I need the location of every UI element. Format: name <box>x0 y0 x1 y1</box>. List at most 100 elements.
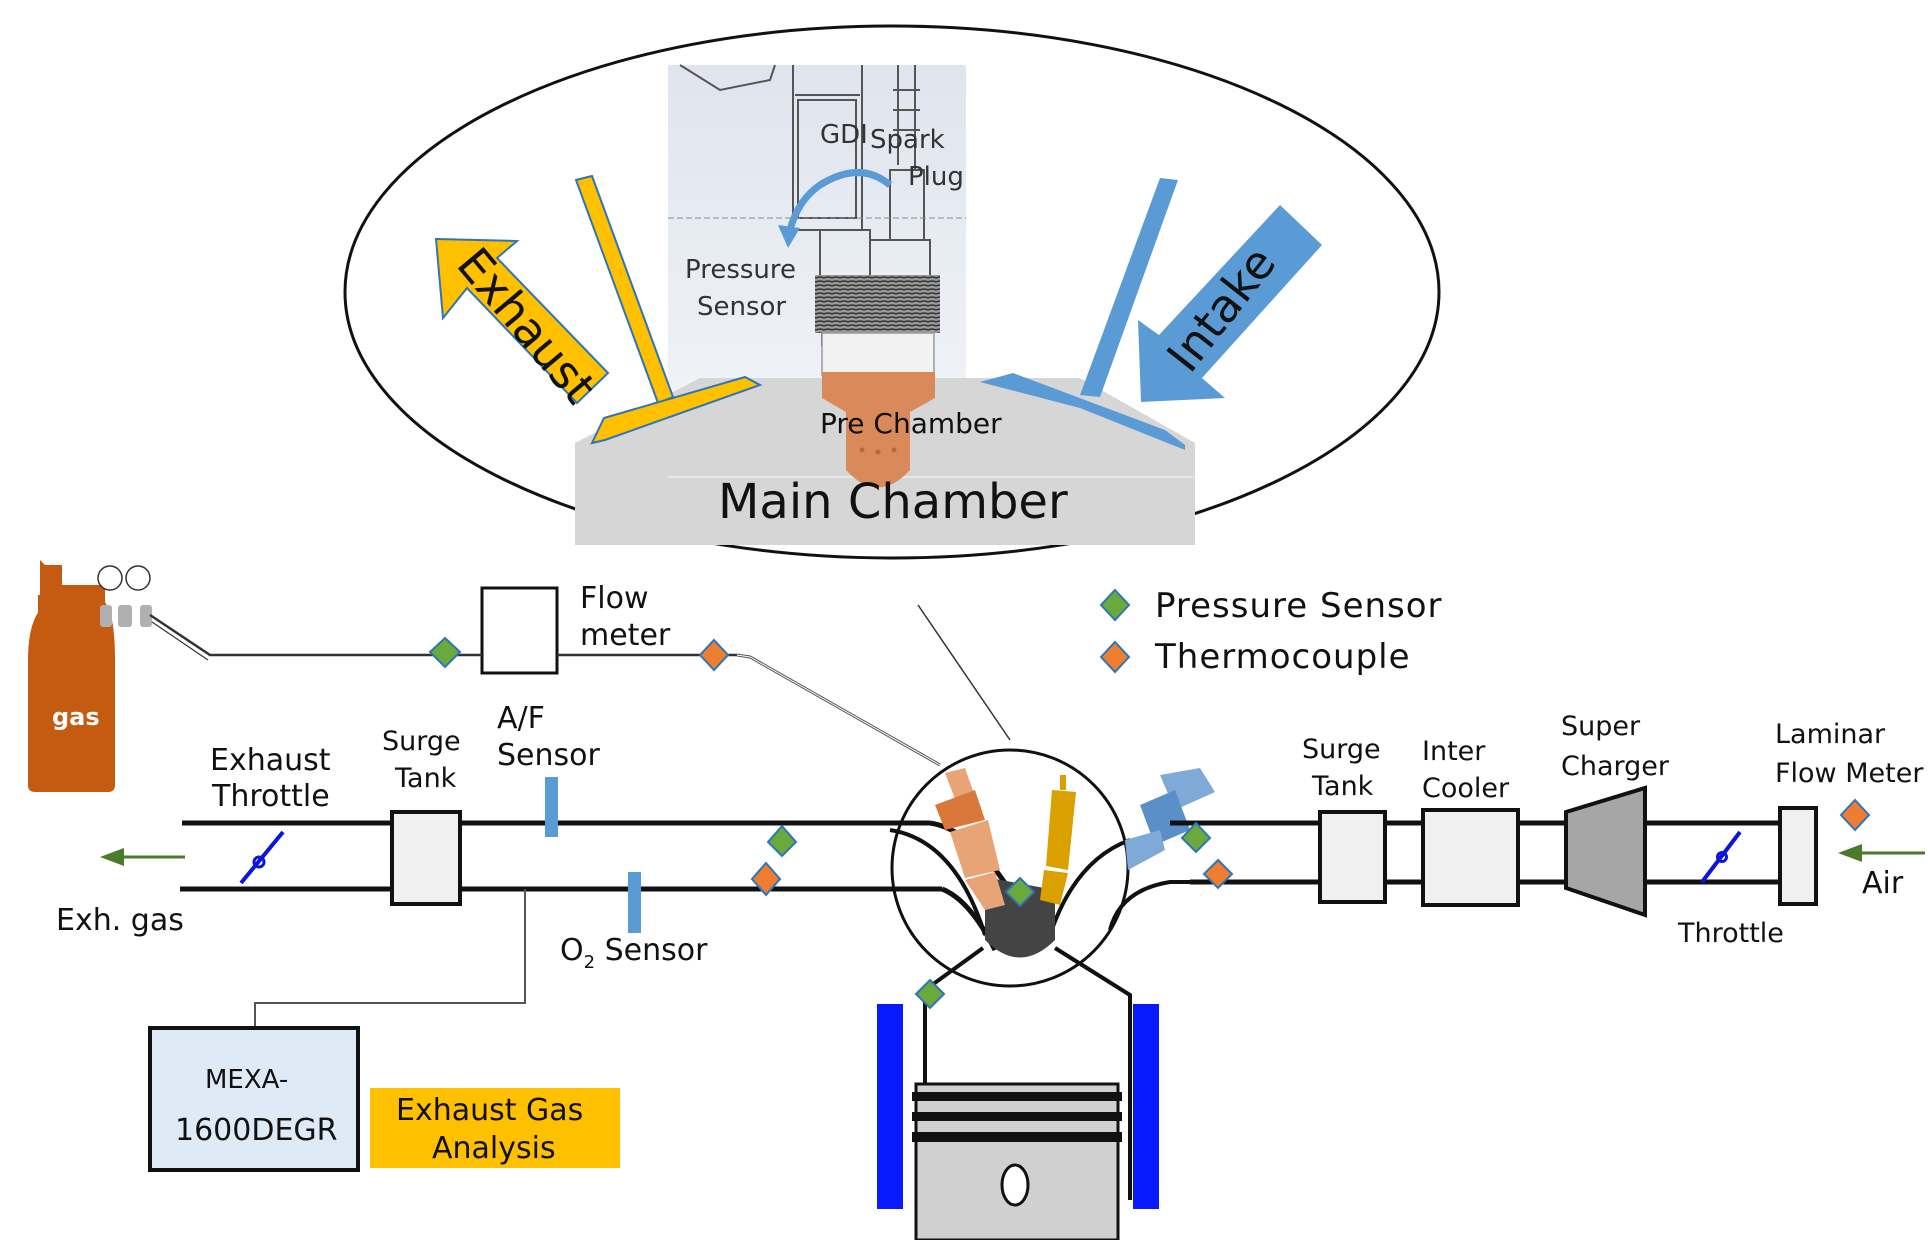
exhaust-arrow-shape <box>434 237 610 405</box>
o2-label-main: O <box>560 933 584 968</box>
mexa-model-line2: 1600DEGR <box>175 1113 338 1148</box>
inter-cooler-label-line2: Cooler <box>1422 773 1510 804</box>
pre-chamber-label: Pre Chamber <box>820 407 1002 440</box>
mexa-model-line1: MEXA- <box>205 1065 288 1095</box>
sample-line <box>254 889 526 1027</box>
exhaust-surge-tank-label-line1: Surge <box>382 726 461 757</box>
intake-surge-tank-label-line2: Tank <box>1311 771 1374 802</box>
laminar-flow-meter-label-line2: Flow Meter <box>1775 758 1924 789</box>
exhaust-surge-tank <box>390 810 462 906</box>
laminar-flow-meter-label-line1: Laminar <box>1775 719 1886 750</box>
gas-injection-line <box>736 653 941 767</box>
flow-meter-label-line1: Flow <box>580 581 648 616</box>
exhaust-valve-icon <box>574 174 763 445</box>
air-inlet-label: Air <box>1862 866 1904 901</box>
inter-cooler-label-line1: Inter <box>1422 736 1486 767</box>
legend: Pressure Sensor Thermocouple <box>1099 586 1443 677</box>
o2-sensor-label: O2 Sensor <box>560 933 708 973</box>
pressure-sensor-label-line2: Sensor <box>697 292 786 322</box>
piston-pin <box>1000 1163 1030 1207</box>
exhaust-gas-analysis-line1: Exhaust Gas <box>396 1093 583 1128</box>
intake-throttle-valve-icon <box>1700 830 1742 884</box>
zoom-leader-line <box>917 604 1011 741</box>
spark-plug-label-line2: Plug <box>908 162 964 192</box>
exhaust-throttle-label-line1: Exhaust <box>210 743 331 778</box>
pressure-sensor-thread <box>815 275 940 333</box>
gas-injection-line-inner <box>736 654 941 766</box>
exhaust-throttle-valve-icon <box>239 830 285 885</box>
flow-meter-label-line2: meter <box>580 618 671 653</box>
gas-supply-line-edge <box>151 621 209 661</box>
head-right-port <box>1048 838 1131 936</box>
laminar-flow-meter <box>1778 806 1818 906</box>
exhaust-line: Exhaust Throttle Surge Tank A/F Sensor O… <box>56 701 1033 973</box>
spark-plug-label-line1: Spark <box>870 125 945 155</box>
gdi-injector-icon <box>935 768 1005 910</box>
super-charger-label-line2: Charger <box>1561 751 1670 782</box>
legend-label-thermocouple: Thermocouple <box>1154 637 1411 677</box>
intake-valve-icon <box>980 178 1185 450</box>
swirl-arrow-icon <box>786 169 893 231</box>
thermocouple-marker-icon <box>1202 858 1234 890</box>
exhaust-analyzer: MEXA- 1600DEGR Exhaust Gas Analysis <box>148 889 620 1172</box>
pre-chamber-tip <box>822 372 935 488</box>
exhaust-throttle-label-line2: Throttle <box>211 779 330 814</box>
coolant-jacket-right <box>1133 1004 1159 1209</box>
pre-chamber-orifices <box>859 447 897 455</box>
exhaust-outlet-arrow-icon <box>100 848 185 866</box>
gdi-label: GDI <box>820 120 868 150</box>
legend-item-thermocouple: Thermocouple <box>1099 637 1411 677</box>
pressure-sensor-marker-icon <box>428 636 462 669</box>
gas-supply: gas Flow meter <box>28 560 941 792</box>
thermocouple-marker-icon <box>1839 798 1871 832</box>
o2-label-subscript: 2 <box>584 952 595 973</box>
exhaust-gas-analysis-line2: Analysis <box>432 1131 556 1166</box>
legend-item-pressure-sensor: Pressure Sensor <box>1099 586 1443 626</box>
mexa-analyzer-box <box>148 1026 360 1172</box>
super-charger-icon <box>1564 785 1647 918</box>
zoom-detail-view: Exhaust Intake GDI Spark Plug Pressure S… <box>343 24 1441 560</box>
gas-supply-line <box>149 613 418 657</box>
gas-bottle-label: gas <box>52 703 100 731</box>
intake-throttle-label: Throttle <box>1677 918 1784 949</box>
intake-line: Surge Tank Inter Cooler Super Charger La… <box>1302 711 1925 949</box>
spark-plug-icon <box>1040 775 1076 905</box>
pressure-sensor-marker-icon <box>1004 876 1036 908</box>
pressure-sensor-body <box>821 332 935 376</box>
intake-arrow-shape <box>1138 205 1322 402</box>
exhaust-surge-tank-label-line2: Tank <box>394 763 457 794</box>
thermocouple-marker-icon <box>698 638 730 672</box>
super-charger-label-line1: Super <box>1561 711 1641 742</box>
o2-label-rest: Sensor <box>595 933 708 968</box>
pressure-sensor-marker-icon <box>1099 588 1131 622</box>
gas-bottle-icon <box>28 560 115 792</box>
pressure-sensor-marker-icon <box>766 824 798 858</box>
af-sensor-label-line1: A/F <box>497 701 545 736</box>
pressure-sensor-marker-icon <box>1180 821 1212 854</box>
pressure-regulator-icon <box>97 565 152 627</box>
thermocouple-marker-icon <box>1099 640 1131 674</box>
af-sensor-bar <box>545 777 558 837</box>
coolant-jacket-left <box>877 1004 903 1209</box>
inter-cooler <box>1421 808 1520 907</box>
legend-label-pressure-sensor: Pressure Sensor <box>1155 586 1443 626</box>
intake-surge-tank <box>1318 810 1387 904</box>
o2-sensor-bar <box>628 872 641 933</box>
pressure-sensor-marker-icon <box>914 978 946 1010</box>
exhaust-gas-analysis-label-box <box>370 1088 620 1168</box>
piston <box>912 1082 1122 1240</box>
af-sensor-label-line2: Sensor <box>497 738 600 773</box>
swirl-arrowhead-icon <box>778 225 800 248</box>
air-inlet-arrow-icon <box>1838 844 1925 862</box>
head-left-port <box>889 828 987 936</box>
intake-surge-tank-label-line1: Surge <box>1302 734 1381 765</box>
pressure-sensor-label-line1: Pressure <box>685 255 796 285</box>
engine <box>877 748 1320 1240</box>
exhaust-outlet-label: Exh. gas <box>56 903 184 938</box>
intake-port-injector-icon <box>1125 768 1215 870</box>
main-chamber-label: Main Chamber <box>718 474 1068 530</box>
thermocouple-marker-icon <box>750 861 782 897</box>
flow-meter-box <box>480 586 559 675</box>
intake-port-curve-bottom <box>1108 880 1190 931</box>
